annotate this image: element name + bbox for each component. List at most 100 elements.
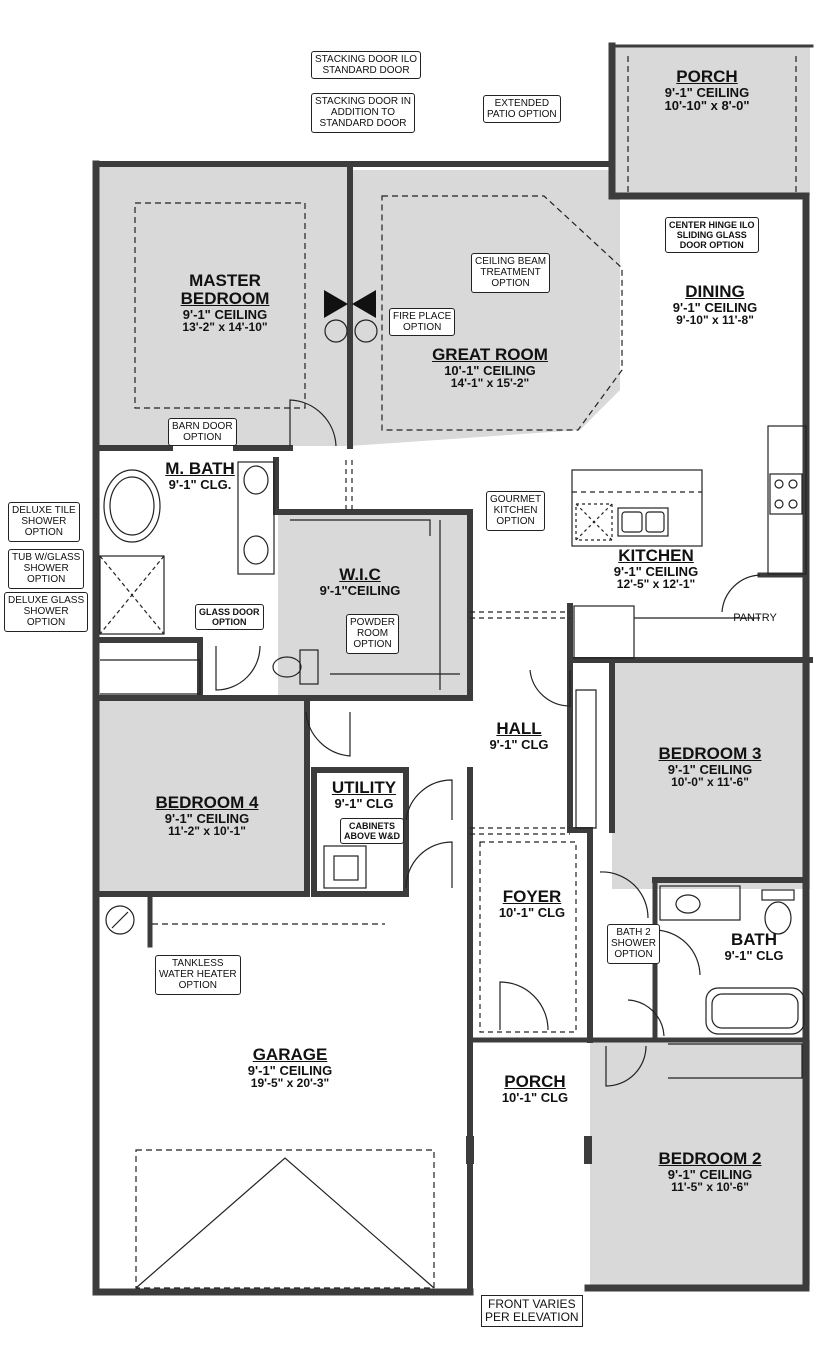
bath-tub — [705, 987, 805, 1035]
option-gourmet-kitchen[interactable]: GOURMET KITCHEN OPTION — [486, 491, 546, 531]
room-ceiling: 9'-1" CEILING — [247, 1062, 333, 1078]
master-door — [289, 399, 337, 447]
option-tub-glass[interactable]: TUB W/GLASS SHOWER OPTION — [8, 549, 85, 589]
east-wall — [584, 42, 810, 1292]
option-deluxe-tile[interactable]: DELUXE TILE SHOWER OPTION — [8, 502, 80, 542]
room-foyer: FOYER 10'-1" CLG — [482, 888, 582, 919]
room-name: UTILITY — [331, 778, 397, 797]
island-cross — [575, 503, 613, 541]
room-ceiling: 9'-1" CEILING — [672, 299, 758, 315]
option-line: ABOVE W&D — [344, 831, 400, 842]
master-vanity — [237, 461, 275, 575]
burner-4 — [788, 499, 798, 509]
option-line: TREATMENT — [480, 267, 541, 279]
toilet — [272, 656, 302, 678]
option-line: ADDITION TO — [330, 107, 396, 119]
option-line: OPTION — [27, 574, 66, 586]
room-name: PORCH — [504, 1072, 566, 1091]
option-deluxe-glass[interactable]: DELUXE GLASS SHOWER OPTION — [4, 592, 89, 632]
option-line: ROOM — [356, 628, 389, 640]
room-name: GARAGE — [252, 1045, 328, 1064]
room-dims: 13'-2" x 14'-10" — [182, 320, 268, 335]
room-master-bedroom: MASTER BEDROOM 9'-1" CEILING 13'-2" x 14… — [150, 272, 300, 334]
option-glass-door[interactable]: GLASS DOOR OPTION — [195, 604, 264, 631]
room-name: FOYER — [502, 887, 562, 906]
option-line: OPTION — [403, 322, 442, 334]
option-line: PATIO OPTION — [487, 109, 557, 121]
front-door — [499, 981, 549, 1031]
room-name: BEDROOM 3 — [658, 744, 762, 763]
option-line: DELUXE GLASS — [8, 595, 85, 606]
option-stacking-door-addition[interactable]: STACKING DOOR IN ADDITION TO STANDARD DO… — [311, 93, 415, 133]
option-line: OPTION — [614, 949, 653, 961]
option-powder-room[interactable]: POWDER ROOM OPTION — [346, 614, 399, 654]
option-line: CABINETS — [348, 821, 395, 831]
option-tankless[interactable]: TANKLESS WATER HEATER OPTION — [155, 955, 241, 995]
room-kitchen: KITCHEN 9'-1" CEILING 12'-5" x 12'-1" — [586, 547, 726, 591]
option-ceiling-beam[interactable]: CEILING BEAM TREATMENT OPTION — [471, 253, 551, 293]
kitchen-island — [571, 469, 703, 547]
room-dims: 14'-1" x 15'-2" — [450, 376, 530, 391]
bath-toilet — [764, 901, 792, 935]
option-line: SHOWER — [611, 938, 656, 950]
bath-vanity — [659, 885, 741, 921]
option-line: BATH 2 — [616, 927, 651, 938]
room-name-line1: MASTER — [189, 271, 261, 290]
option-line: OPTION — [24, 527, 64, 539]
bedroom3-fill — [612, 661, 810, 889]
option-cabinets[interactable]: CABINETS ABOVE W&D — [340, 818, 404, 845]
fireplace-triangle-right — [352, 290, 376, 318]
details — [99, 56, 807, 1289]
room-name: PORCH — [676, 67, 738, 86]
option-line: FIRE PLACE — [393, 311, 452, 322]
bed4-door — [305, 711, 351, 757]
note-line: FRONT VARIES — [488, 1297, 576, 1311]
room-utility: UTILITY 9'-1" CLG — [318, 779, 410, 810]
room-ceiling: 9'-1" CEILING — [164, 810, 250, 826]
bedroom4-fill — [97, 698, 307, 894]
option-center-hinge[interactable]: CENTER HINGE ILO SLIDING GLASS DOOR OPTI… — [665, 217, 759, 254]
burner-2 — [788, 479, 798, 489]
fireplace-triangle-left — [324, 290, 348, 318]
note-front-varies: FRONT VARIES PER ELEVATION — [481, 1295, 583, 1328]
option-line: DELUXE TILE — [12, 505, 76, 516]
room-great-room: GREAT ROOM 10'-1" CEILING 14'-1" x 15'-2… — [410, 346, 570, 390]
option-line: STACKING DOOR ILO — [315, 54, 418, 65]
option-line: POWDER — [350, 617, 395, 628]
room-name: W.I.C — [339, 565, 381, 584]
option-line: SHOWER — [21, 516, 67, 528]
option-line: KITCHEN — [493, 505, 538, 517]
wic-fill — [278, 512, 468, 698]
sink-bowl-1 — [621, 511, 643, 533]
utility-walls — [311, 767, 409, 897]
shower-drain-lines — [99, 555, 165, 635]
bath-door — [654, 929, 701, 976]
option-line: OPTION — [353, 639, 392, 651]
option-extended-patio[interactable]: EXTENDED PATIO OPTION — [483, 95, 561, 124]
room-name: KITCHEN — [618, 546, 694, 565]
bed2-door — [605, 1045, 647, 1087]
option-stacking-door-ilo[interactable]: STACKING DOOR ILO STANDARD DOOR — [311, 51, 422, 80]
room-ceiling: 9'-1"CEILING — [319, 582, 401, 598]
garage-door-swing-2 — [405, 841, 453, 889]
wc-door — [215, 645, 261, 691]
option-fireplace[interactable]: FIRE PLACE OPTION — [389, 308, 456, 337]
washer-drum — [333, 855, 359, 881]
fireplace-outlet-left — [324, 319, 348, 343]
option-line: GOURMET — [490, 494, 542, 505]
closet-door — [529, 669, 571, 707]
option-line: SHOWER — [23, 606, 69, 618]
hall-openings — [470, 611, 570, 835]
option-bath2-shower[interactable]: BATH 2 SHOWER OPTION — [607, 924, 660, 964]
pantry-door — [721, 574, 761, 613]
room-name: HALL — [496, 719, 542, 738]
bath-toilet-tank — [761, 889, 795, 901]
water-heater — [105, 905, 135, 935]
option-line: OPTION — [183, 432, 222, 444]
foyer-ceiling — [479, 841, 577, 1033]
option-barn-door[interactable]: BARN DOOR OPTION — [168, 418, 237, 447]
option-line: TANKLESS — [172, 958, 224, 969]
room-dims: 10'-10" x 8'-0" — [664, 98, 750, 114]
water-heater-line — [111, 911, 129, 929]
